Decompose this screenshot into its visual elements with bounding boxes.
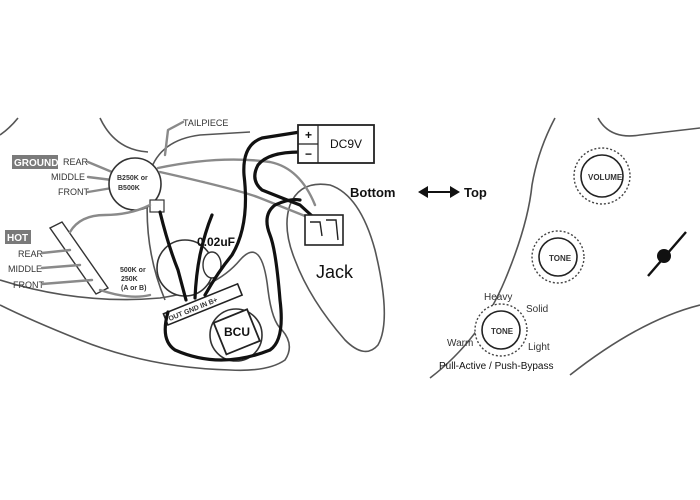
wire-bplus-to-battery [203, 130, 302, 297]
hot-tag-label: HOT [7, 233, 28, 244]
outline-upper-horn [99, 117, 149, 153]
warm-label: Warm [447, 338, 473, 349]
tone-knob-lower-label: TONE [491, 327, 514, 336]
capacitor [202, 251, 222, 279]
double-arrow-icon [418, 186, 460, 198]
battery-minus: − [305, 147, 312, 161]
tailpiece-wire [163, 120, 185, 157]
jack-socket [304, 214, 344, 246]
hot-middle-label: MIDDLE [8, 264, 42, 274]
pull-push-label: Pull-Active / Push-Bypass [439, 361, 554, 372]
capacitor-label: 0.02uF [197, 235, 235, 249]
tone-pot-line2: 250K [121, 276, 138, 283]
solid-label: Solid [526, 304, 548, 315]
ground-middle-label: MIDDLE [51, 172, 85, 182]
bcu-box [212, 308, 261, 356]
hot-tag [5, 230, 31, 244]
ground-rear-label: REAR [63, 157, 89, 167]
tone-knob-upper-label: TONE [549, 254, 572, 263]
hot-lead-wires [40, 248, 94, 286]
ground-wire-2 [158, 170, 322, 224]
tailpiece-label: TAILPIECE [183, 118, 228, 128]
tone-knob-upper [531, 230, 585, 284]
outline-top-left [0, 117, 19, 136]
battery-label: DC9V [330, 137, 362, 151]
bcu-box-group [212, 308, 261, 356]
hot-front-label: FRONT [13, 280, 44, 290]
pickup-selector-switch [48, 221, 110, 295]
tone-pot-line3: (A or B) [121, 285, 146, 292]
ground-front-label: FRONT [58, 187, 89, 197]
right-body-outline [429, 117, 700, 379]
selector-switch-tip [647, 231, 687, 277]
ground-tag-label: GROUND [14, 158, 58, 169]
battery-plus: + [305, 128, 312, 142]
heavy-label: Heavy [484, 292, 512, 303]
selector-to-pot-wire [68, 203, 152, 234]
wire-pot-to-out [158, 210, 188, 302]
pot-value-line1: B250K or [117, 175, 148, 182]
pot-lugs [149, 199, 165, 213]
ground-wire-to-jack [156, 158, 317, 207]
bottom-label: Bottom [350, 185, 396, 200]
jack-label: Jack [316, 262, 354, 282]
light-label: Light [528, 342, 550, 353]
jack-socket-contacts [310, 219, 339, 241]
bcu-label: BCU [224, 325, 250, 339]
outline-right-horn [597, 117, 700, 137]
pot-value-line2: B500K [118, 185, 140, 192]
selector-lower-wire [98, 288, 152, 298]
hot-rear-label: REAR [18, 249, 44, 259]
jack-plate-outline [286, 183, 386, 353]
tone-knob-lower [474, 303, 528, 357]
ground-lead-wires [86, 160, 114, 194]
outline-right-edge [429, 117, 556, 379]
wire-out-loop-to-jack [163, 197, 302, 362]
volume-knob-label: VOLUME [588, 173, 623, 182]
wire-in-lead [193, 213, 214, 300]
ground-tag [12, 155, 58, 169]
outline-right-lower [569, 304, 700, 376]
volume-knob [573, 147, 631, 205]
top-label: Top [464, 185, 487, 200]
wire-battery-minus-to-jack [253, 150, 324, 227]
tone-pot-line1: 500K or [120, 267, 146, 274]
